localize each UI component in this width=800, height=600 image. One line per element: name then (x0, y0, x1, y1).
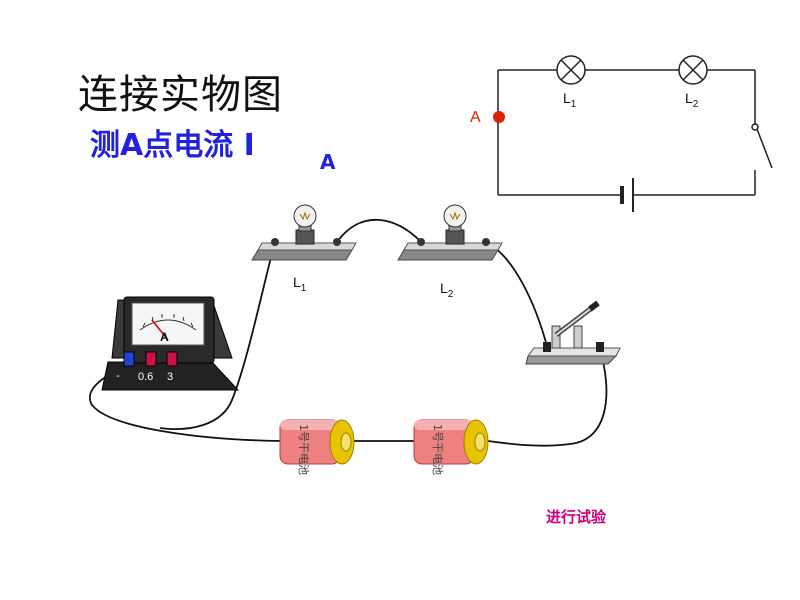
lamp-1-terminal-left[interactable] (271, 238, 279, 246)
lamp-2-socket (445, 229, 465, 245)
subtitle-subscript: A (320, 150, 336, 174)
ammeter-terminal-negative[interactable] (123, 351, 135, 367)
schematic-lamp-1 (556, 55, 586, 85)
schematic-lamp-2-label: L2 (685, 90, 699, 110)
wire-lamp1-to-lamp2 (336, 218, 422, 243)
circuit-wires (89, 218, 608, 447)
knife-switch[interactable] (525, 300, 621, 365)
ammeter-label-0-6: 0.6 (138, 371, 153, 383)
lamp-1-terminal-right[interactable] (333, 238, 341, 246)
ammeter-label-3: 3 (167, 371, 173, 383)
ammeter-terminal-0-6[interactable] (145, 351, 157, 367)
page-subtitle: 测A点电流 I A (90, 120, 335, 174)
lamp-2-terminal-left[interactable] (417, 238, 425, 246)
schematic-lamp-1-label: L1 (563, 90, 577, 110)
schematic-switch-pivot (751, 123, 759, 131)
lamp-1-bulb-icon (293, 204, 317, 228)
lamp-2-bulb-icon (443, 204, 467, 228)
switch-handle[interactable] (588, 300, 600, 312)
battery-1-text: 1号干电池 (297, 424, 310, 475)
wire-lamp1-to-ammeter (159, 241, 276, 430)
circuit-schematic (497, 55, 773, 212)
lamp-2-terminal-right[interactable] (482, 238, 490, 246)
schematic-point-a-marker (493, 111, 505, 123)
schematic-point-a-label: A (470, 109, 481, 126)
lamp-1-socket (295, 229, 315, 245)
battery-1: 1号干电池 (279, 419, 355, 475)
wire-switch-to-battery (487, 349, 608, 447)
lamp-2-device (397, 204, 503, 261)
lamp-1-device (251, 204, 357, 261)
wire-lamp2-to-switch (485, 241, 549, 351)
subtitle-main: 测A点电流 I (90, 128, 255, 163)
lamp-2-label: L2 (440, 280, 454, 300)
ammeter-label-negative: - (116, 370, 120, 382)
schematic-switch-blade (756, 128, 773, 169)
start-experiment-link[interactable]: 进行试验 (546, 508, 607, 526)
page-title: 连接实物图 (78, 72, 283, 118)
ammeter[interactable]: A - 0.6 3 (101, 296, 240, 391)
battery-2: 1号干电池 (413, 419, 489, 475)
schematic-lamp-2 (678, 55, 708, 85)
ammeter-dial-letter: A (160, 330, 169, 344)
ammeter-terminal-3[interactable] (166, 351, 178, 367)
ammeter-needle (151, 319, 169, 341)
battery-2-text: 1号干电池 (431, 424, 444, 475)
lamp-1-label: L1 (293, 274, 307, 294)
